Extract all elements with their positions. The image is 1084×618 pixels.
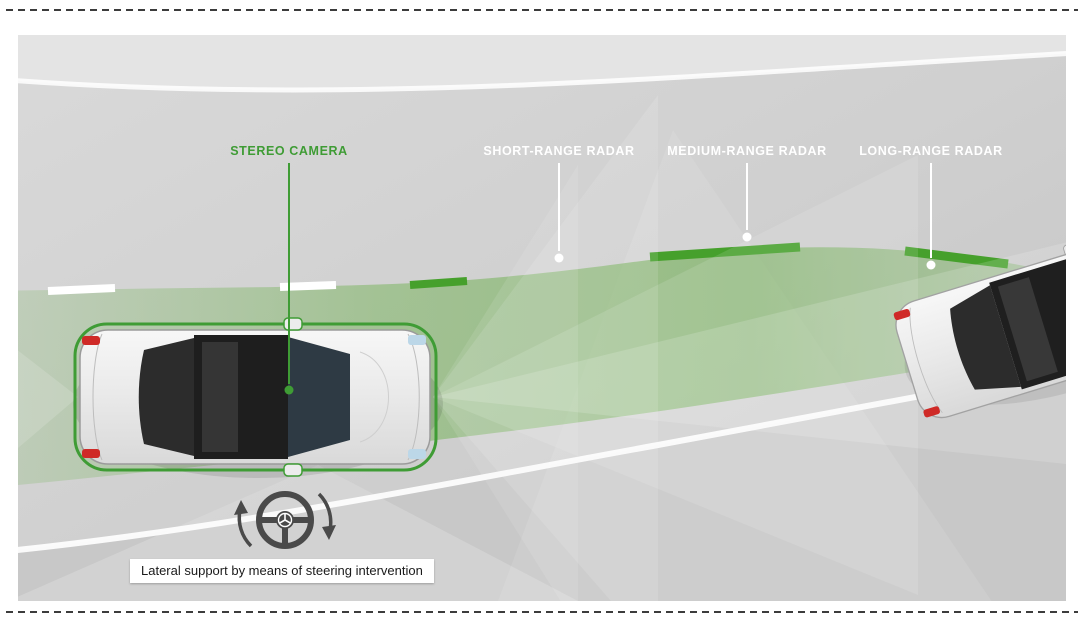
brand-star-icon: [279, 513, 291, 524]
taillight: [893, 308, 911, 321]
long-range-dot: [926, 260, 936, 270]
headlight: [408, 335, 426, 345]
scene-canvas: [18, 35, 1066, 601]
side-mirror: [283, 317, 303, 331]
sensor-coverage-fans: [18, 95, 1066, 601]
windshield: [288, 337, 350, 457]
camera-detection-outline: [73, 322, 438, 472]
ego-car: [73, 317, 443, 478]
label-short-range-radar: SHORT-RANGE RADAR: [483, 144, 635, 158]
short-range-dot: [554, 253, 564, 263]
green-lane-dash: [904, 246, 1009, 269]
illustration-stage: STEREO CAMERA SHORT-RANGE RADAR MEDIUM-R…: [18, 35, 1066, 601]
top-dashed-rule: [6, 9, 1078, 11]
headlight: [408, 449, 426, 459]
green-lane-dash: [649, 242, 801, 262]
rear-window: [138, 338, 194, 456]
medium-range-dot: [742, 232, 752, 242]
green-lane-dash: [409, 277, 468, 289]
taillight: [923, 406, 940, 418]
long-range-fan: [433, 242, 1066, 464]
lane-divider: [47, 242, 1009, 295]
bottom-dashed-rule: [6, 611, 1078, 613]
taillight: [82, 449, 100, 458]
steering-wheel-icon: [234, 491, 336, 549]
medium-range-fan: [433, 155, 918, 595]
target-car: [893, 221, 1066, 419]
camera-fan: [433, 165, 578, 601]
label-stereo-camera: STEREO CAMERA: [230, 144, 348, 158]
stereo-camera-dot: [284, 385, 294, 395]
label-long-range-radar: LONG-RANGE RADAR: [859, 144, 1003, 158]
white-lane-dash: [47, 284, 116, 295]
short-range-fan: [433, 95, 658, 601]
taillight: [82, 336, 100, 345]
side-mirror: [283, 463, 303, 477]
label-medium-range-radar: MEDIUM-RANGE RADAR: [667, 144, 827, 158]
caption-lateral-support: Lateral support by means of steering int…: [130, 559, 434, 583]
annotations: [284, 163, 936, 395]
